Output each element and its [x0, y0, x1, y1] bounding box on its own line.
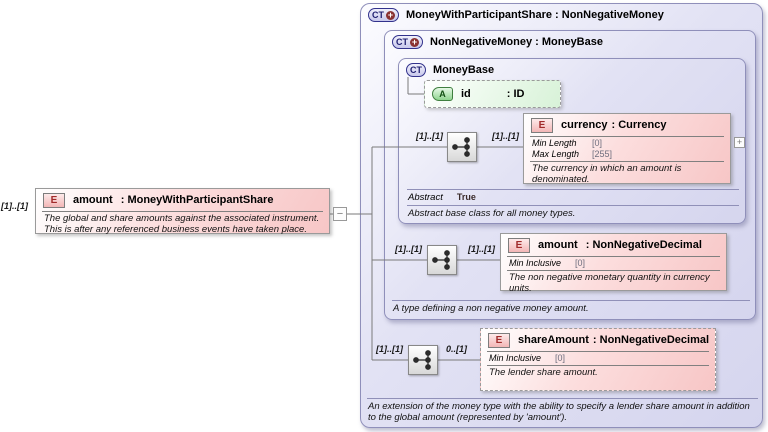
cardinality-label: [1]..[1] — [395, 244, 422, 254]
element-annotation: The global and share amounts against the… — [44, 213, 320, 235]
abstract-value: True — [456, 192, 476, 202]
cardinality-label: 0..[1] — [446, 344, 468, 354]
element-box-currency[interactable]: E currency : Currency Min Length [0] Max… — [523, 113, 731, 184]
complextype-header: CT + NonNegativeMoney : MoneyBase — [392, 35, 603, 49]
complextype-icon: CT — [406, 63, 426, 77]
divider — [487, 365, 709, 366]
element-icon: E — [488, 332, 510, 348]
attribute-icon: A — [432, 87, 453, 101]
cardinality-label: [1]..[1] — [416, 131, 443, 141]
facet-label: Min Inclusive — [509, 258, 562, 268]
extension-plus-icon: + — [386, 9, 395, 20]
facet-value: [0] — [592, 138, 603, 148]
element-name: shareAmount — [518, 334, 589, 346]
complextype-icon: CT + — [368, 8, 399, 22]
cardinality-label: [1]..[1] — [1, 201, 28, 211]
complextype-header: CT MoneyBase — [406, 63, 494, 77]
element-title-row: E currency : Currency — [524, 114, 730, 136]
expand-toggle-button[interactable]: + — [734, 137, 745, 148]
sequence-glyph — [413, 350, 431, 370]
divider — [407, 205, 739, 206]
element-name: amount — [73, 194, 113, 206]
divider — [507, 256, 720, 257]
cardinality-label: [1]..[1] — [492, 131, 519, 141]
element-type: : NonNegativeDecimal — [592, 334, 710, 346]
element-icon: E — [508, 237, 530, 253]
sequence-icon[interactable] — [427, 245, 457, 275]
moneybase-footer: Abstract True Abstract base class for al… — [407, 189, 739, 220]
complextype-annotation: An extension of the money type with the … — [368, 401, 750, 423]
element-annotation: The lender share amount. — [489, 367, 598, 378]
element-title-row: E amount : NonNegativeDecimal — [501, 234, 726, 256]
complextype-header: CT + MoneyWithParticipantShare : NonNega… — [368, 8, 664, 22]
divider — [367, 398, 758, 399]
facet-label: Min Length — [532, 138, 577, 148]
facet-row: Min Inclusive [0] — [481, 352, 715, 363]
element-name: currency — [561, 119, 608, 131]
complextype-annotation-block: An extension of the money type with the … — [367, 398, 758, 424]
sequence-glyph — [452, 137, 470, 157]
divider — [530, 161, 724, 162]
attribute-name: id — [461, 88, 471, 100]
complextype-icon: CT + — [392, 35, 423, 49]
facet-row: Min Length [0] — [524, 137, 730, 148]
facet-row: Min Inclusive [0] — [501, 257, 726, 268]
attribute-type: : ID — [506, 88, 525, 100]
facet-value: [255] — [592, 149, 613, 159]
element-annotation: The currency in which an amount is denom… — [532, 163, 682, 185]
complextype-annotation: A type defining a non negative money amo… — [393, 303, 589, 314]
ct-badge-label: CT — [396, 37, 408, 47]
element-type: : Currency — [611, 119, 667, 131]
sequence-icon[interactable] — [408, 345, 438, 375]
attribute-box-id[interactable]: A id : ID — [424, 80, 561, 108]
element-annotation: The non negative monetary quantity in cu… — [509, 272, 710, 294]
sequence-glyph — [432, 250, 450, 270]
abstract-label: Abstract — [408, 192, 443, 203]
ct-badge-label: CT — [372, 10, 384, 20]
cardinality-label: [1]..[1] — [376, 344, 403, 354]
extension-plus-icon: + — [410, 36, 419, 47]
element-name: amount — [538, 239, 578, 251]
divider — [507, 270, 720, 271]
element-title-row: E shareAmount : NonNegativeDecimal — [481, 329, 715, 351]
divider — [392, 300, 750, 301]
complextype-title: NonNegativeMoney : MoneyBase — [430, 36, 603, 48]
complextype-annotation-block: A type defining a non negative money amo… — [392, 300, 750, 315]
element-box-amount-source[interactable]: E amount : MoneyWithParticipantShare The… — [35, 188, 330, 234]
facet-row: Max Length [255] — [524, 148, 730, 159]
element-box-shareamount[interactable]: E shareAmount : NonNegativeDecimal Min I… — [480, 328, 716, 391]
collapse-toggle-button[interactable]: − — [333, 207, 347, 221]
divider — [42, 211, 323, 212]
facet-value: [0] — [575, 258, 586, 268]
element-title-row: E amount : MoneyWithParticipantShare — [36, 189, 329, 211]
element-box-amount[interactable]: E amount : NonNegativeDecimal Min Inclus… — [500, 233, 727, 293]
abstract-row: Abstract True — [407, 190, 739, 205]
element-icon: E — [43, 192, 65, 208]
complextype-annotation: Abstract base class for all money types. — [408, 208, 576, 219]
facet-label: Max Length — [532, 149, 580, 159]
cardinality-label: [1]..[1] — [468, 244, 495, 254]
facet-label: Min Inclusive — [489, 353, 542, 363]
divider — [530, 136, 724, 137]
divider — [407, 189, 739, 190]
ct-badge-label: CT — [410, 65, 422, 75]
divider — [487, 351, 709, 352]
element-type: : MoneyWithParticipantShare — [120, 194, 274, 206]
element-icon: E — [531, 117, 553, 133]
facet-value: [0] — [555, 353, 566, 363]
sequence-icon[interactable] — [447, 132, 477, 162]
complextype-title: MoneyBase — [433, 64, 495, 76]
element-type: : NonNegativeDecimal — [585, 239, 702, 251]
complextype-title: MoneyWithParticipantShare : NonNegativeM… — [406, 9, 664, 21]
